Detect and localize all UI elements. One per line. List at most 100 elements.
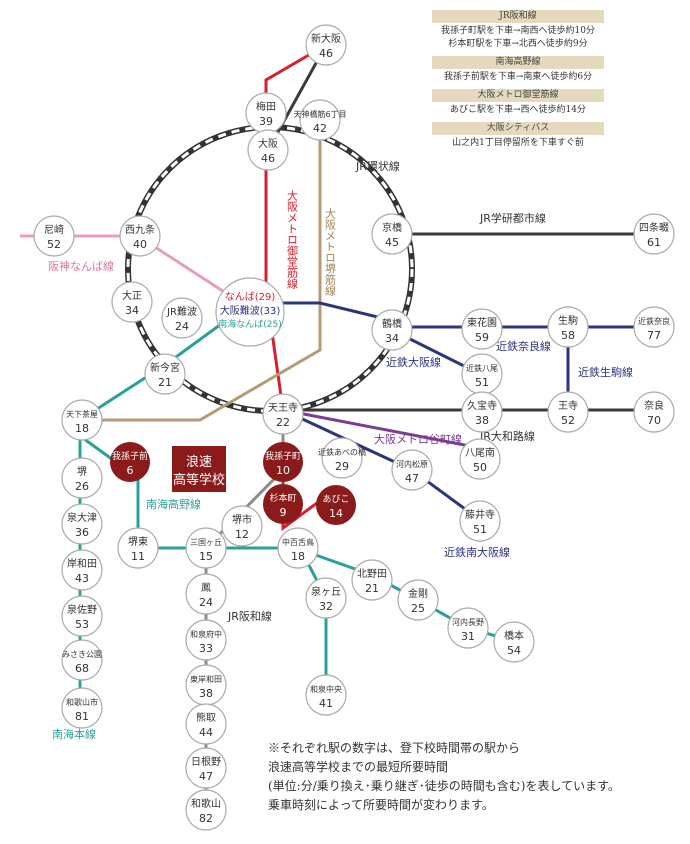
station-marker	[305, 24, 347, 66]
station-name: 近鉄八尾	[466, 363, 498, 373]
station-minutes: 54	[507, 644, 521, 657]
station-marker	[61, 687, 103, 729]
station-name: 堺市	[232, 513, 252, 526]
station-marker	[61, 399, 103, 441]
station-marker	[459, 500, 501, 542]
station-minutes: 34	[385, 332, 399, 345]
station-marker	[144, 353, 186, 395]
station-marker	[459, 438, 501, 480]
legend-line: 我孫子町駅を下車→南西へ徒歩約10分	[441, 26, 595, 36]
kintetsu-nara-label: 近鉄奈良線	[496, 339, 551, 353]
note-line: 浪速高等学校までの最短所要時間	[268, 760, 449, 774]
station-marker	[299, 99, 341, 141]
station-name: あびこ	[322, 494, 349, 505]
station-marker	[547, 391, 589, 433]
jr-loop-line-dash	[126, 125, 414, 413]
station-name: 東花園	[467, 316, 497, 329]
station-minutes: 52	[561, 414, 575, 427]
station-name: 泉大津	[67, 511, 97, 524]
station-name: 杉本町	[269, 492, 296, 504]
station-name: 新今宮	[150, 361, 180, 374]
nankai-main-label: 南海本線	[52, 727, 96, 741]
station-name: 堺	[77, 466, 87, 478]
station-name: 熊取	[196, 711, 216, 724]
station-name: 生駒	[558, 314, 578, 327]
station-name: 和泉中央	[310, 684, 342, 694]
kintetsu-osaka-label: 近鉄大阪線	[386, 355, 441, 369]
station-minutes: 51	[475, 376, 489, 389]
station-name: 我孫子町	[265, 450, 301, 462]
station-minutes: 38	[475, 414, 489, 427]
yamatoji-label: JR大和路線	[479, 429, 535, 443]
station-name: 天神橋筋6丁目	[293, 109, 346, 119]
station-marker	[391, 449, 433, 491]
station-marker	[185, 573, 227, 615]
station-minutes: 6	[127, 464, 134, 477]
station-minutes: 25	[411, 602, 425, 615]
station-marker	[493, 621, 535, 663]
station-tsuruhashi: 鶴橋 34	[371, 309, 413, 351]
station-minutes: 40	[133, 238, 147, 251]
senboku-line	[298, 547, 328, 695]
station-marker	[185, 619, 227, 661]
station-minutes: 18	[291, 550, 305, 563]
station-minutes: 21	[158, 376, 172, 389]
note-line: ※それぞれ駅の数字は、登下校時間帯の駅から	[268, 741, 521, 755]
station-marker	[61, 639, 103, 681]
station-marker	[305, 577, 347, 619]
legend-title: JR阪和線	[432, 10, 604, 23]
station-marker	[185, 789, 227, 831]
access-legend: JR阪和線我孫子町駅を下車→南西へ徒歩約10分杉本町駅を下車→北西へ徒歩約9分南…	[432, 10, 604, 155]
station-minutes: 11	[131, 550, 145, 563]
station-name: 久宝寺	[467, 399, 497, 412]
school-marker	[172, 446, 226, 492]
station-minutes: 52	[47, 238, 61, 251]
station-name: 大正	[122, 289, 142, 302]
station-name: 北野田	[357, 568, 387, 580]
gakken-label: JR学研都市線	[479, 211, 546, 225]
station-name: 泉佐野	[67, 603, 97, 616]
hanwa-label: JR阪和線	[227, 609, 272, 623]
station-name: 堺東	[128, 535, 148, 548]
station-marker	[61, 457, 103, 499]
station-name: 東岸和田	[190, 674, 222, 684]
station-marker	[185, 703, 227, 745]
station-name: JR難波	[166, 305, 197, 318]
station-name: 藤井寺	[465, 508, 495, 521]
station-name: 天王寺	[268, 402, 298, 414]
station-kintetsuyao: 近鉄八尾 51	[461, 353, 503, 395]
station-otori: 鳳24	[185, 573, 227, 615]
station-marker	[305, 674, 347, 716]
station-minutes: 50	[473, 461, 487, 474]
station-name: 河内松原	[396, 459, 428, 469]
station-marker	[61, 595, 103, 637]
station-marker	[185, 747, 227, 789]
station-marker	[397, 579, 439, 621]
tanimachi-line	[282, 408, 481, 450]
legend-line: あびこ駅を下車→西へ徒歩約14分	[450, 105, 586, 115]
legend-line: 我孫子前駅を下車→南東へ徒歩約6分	[443, 72, 593, 82]
station-name: 鶴橋	[382, 317, 402, 330]
station-name: 三国ヶ丘	[190, 538, 222, 547]
station-name: 奈良	[644, 399, 664, 412]
station-marker	[61, 549, 103, 591]
station-name: 尼崎	[44, 223, 64, 236]
